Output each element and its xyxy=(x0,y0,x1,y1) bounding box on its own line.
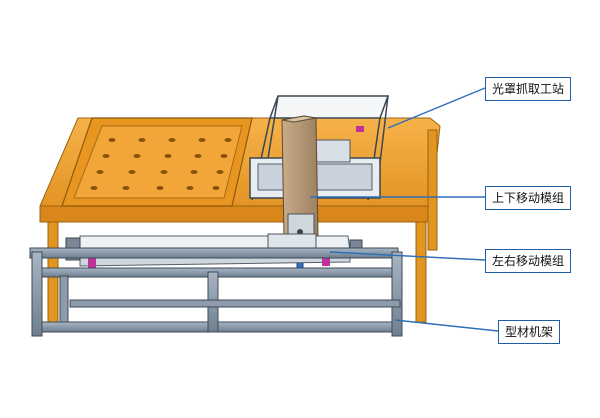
profile-frame xyxy=(29,247,403,337)
leader-gripper xyxy=(387,87,486,129)
label-profile-frame: 型材机架 xyxy=(498,320,561,344)
hole-tray xyxy=(61,117,253,207)
label-gripper-station: 光罩抓取工站 xyxy=(485,77,572,101)
label-horizontal-module: 左右移动模组 xyxy=(485,249,572,273)
leader-frame xyxy=(394,319,499,332)
label-vertical-module: 上下移动模组 xyxy=(485,186,572,210)
leader-horizontal xyxy=(329,251,486,261)
leader-lines xyxy=(310,87,499,332)
